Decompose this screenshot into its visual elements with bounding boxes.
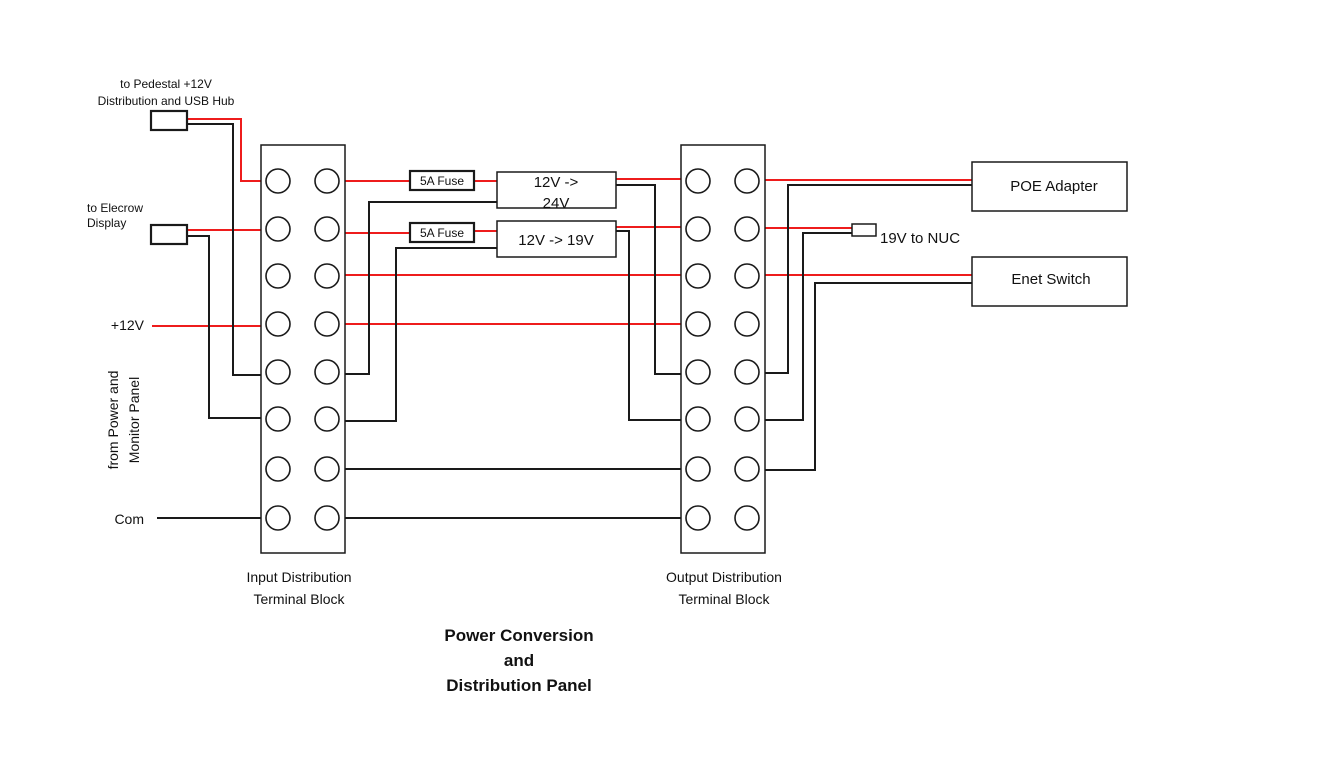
output-terminal-r5-right [734, 359, 760, 385]
fuse-2 [408, 221, 476, 244]
fuse-1-label: 5A Fuse [420, 174, 464, 188]
output-terminal-r2-left [685, 216, 711, 242]
from-panel-line1: from Power and [105, 371, 121, 470]
pedestal-connector [149, 109, 189, 132]
enet-switch-box [971, 256, 1128, 307]
wire-to-nuc-common [761, 232, 852, 421]
input-terminal-r6-left [265, 406, 291, 432]
input-terminal-r4-left [265, 311, 291, 337]
output-block-label-line2: Terminal Block [678, 591, 770, 607]
output-terminal-r1-left [685, 168, 711, 194]
from-panel-label: from Power and Monitor Panel [105, 371, 142, 470]
pedestal-label-line1: to Pedestal +12V [120, 77, 212, 91]
input-block-label-line2: Terminal Block [253, 591, 345, 607]
diagram-title-line2: and [504, 651, 534, 670]
input-terminal-r5-right [314, 359, 340, 385]
enet-switch-label: Enet Switch [1011, 271, 1090, 288]
output-terminal-r6-right [734, 406, 760, 432]
output-terminal-r3-right [734, 263, 760, 289]
diagram-title-line1: Power Conversion [444, 626, 593, 645]
input-terminal-r3-right [314, 263, 340, 289]
input-terminal-r8-left [265, 505, 291, 531]
output-terminal-r3-left [685, 263, 711, 289]
nuc-connector [851, 223, 877, 237]
output-terminal-r8-right [734, 505, 760, 531]
output-terminal-r8-left [685, 505, 711, 531]
nuc-label: 19V to NUC [880, 230, 960, 247]
output-terminals [685, 168, 760, 531]
output-block-label-line1: Output Distribution [666, 569, 782, 585]
converter-24v-label-line1: 12V -> [534, 174, 579, 191]
poe-adapter-box [971, 161, 1128, 212]
input-terminal-r2-right [314, 216, 340, 242]
converter-12v-24v [496, 171, 617, 209]
output-terminal-r4-right [734, 311, 760, 337]
input-terminal-r7-left [265, 456, 291, 482]
fuse-2-label: 5A Fuse [420, 226, 464, 240]
wire-to-enet-common [761, 282, 972, 471]
wire-conv24-common-out [616, 184, 684, 375]
input-terminal-r4-right [314, 311, 340, 337]
input-terminal-r6-right [314, 406, 340, 432]
wire-elecrow-common [187, 235, 264, 419]
input-terminal-r3-left [265, 263, 291, 289]
plus12v-label: +12V [111, 317, 145, 333]
from-panel-line2: Monitor Panel [126, 377, 142, 463]
output-terminal-r7-left [685, 456, 711, 482]
wire-to-poe-common [761, 184, 972, 374]
wire-conv24-common-in [341, 201, 497, 375]
output-block-frame [680, 144, 766, 554]
output-terminal-block [680, 144, 766, 554]
input-block-frame [260, 144, 346, 554]
poe-adapter-label: POE Adapter [1010, 178, 1098, 195]
input-block-label-line1: Input Distribution [246, 569, 351, 585]
output-terminal-r2-right [734, 216, 760, 242]
wire-pedestal-common [187, 123, 264, 376]
wire-pedestal-positive [187, 118, 264, 182]
output-terminal-r4-left [685, 311, 711, 337]
input-terminal-r1-right [314, 168, 340, 194]
com-label: Com [114, 511, 144, 527]
pedestal-label-line2: Distribution and USB Hub [98, 94, 235, 108]
input-terminal-r5-left [265, 359, 291, 385]
wire-conv19-common-in [341, 247, 497, 422]
input-terminal-block [260, 144, 346, 554]
elecrow-label-line2: Display [87, 216, 126, 230]
output-terminal-r6-left [685, 406, 711, 432]
input-terminal-r7-right [314, 456, 340, 482]
input-terminal-r8-right [314, 505, 340, 531]
wire-conv19-common-out [616, 230, 684, 421]
converter-12v-19v [496, 220, 617, 258]
converter-19v-label: 12V -> 19V [518, 232, 593, 249]
output-terminal-r5-left [685, 359, 711, 385]
elecrow-label-line1: to Elecrow [87, 201, 143, 215]
output-terminal-r7-right [734, 456, 760, 482]
input-terminal-r1-left [265, 168, 291, 194]
input-terminal-r2-left [265, 216, 291, 242]
output-terminal-r1-right [734, 168, 760, 194]
input-terminals [265, 168, 340, 531]
converter-24v-label-line2: 24V [543, 195, 570, 212]
diagram-title-line3: Distribution Panel [446, 676, 591, 695]
elecrow-connector [149, 223, 189, 246]
fuse-1 [408, 169, 476, 192]
